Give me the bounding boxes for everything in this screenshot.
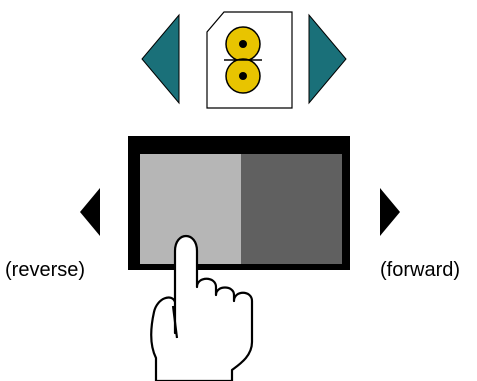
- reverse-label: (reverse): [5, 259, 85, 281]
- screen-right-zone: [241, 154, 342, 264]
- teal-right-arrow-icon: [309, 15, 346, 103]
- forward-label: (forward): [380, 259, 460, 281]
- left-triangle-icon: [80, 188, 100, 236]
- dual-reel-cassette-icon: [207, 12, 292, 108]
- teal-left-arrow-icon: [142, 15, 179, 103]
- touch-panel: [128, 136, 350, 270]
- right-triangle-icon: [380, 188, 400, 236]
